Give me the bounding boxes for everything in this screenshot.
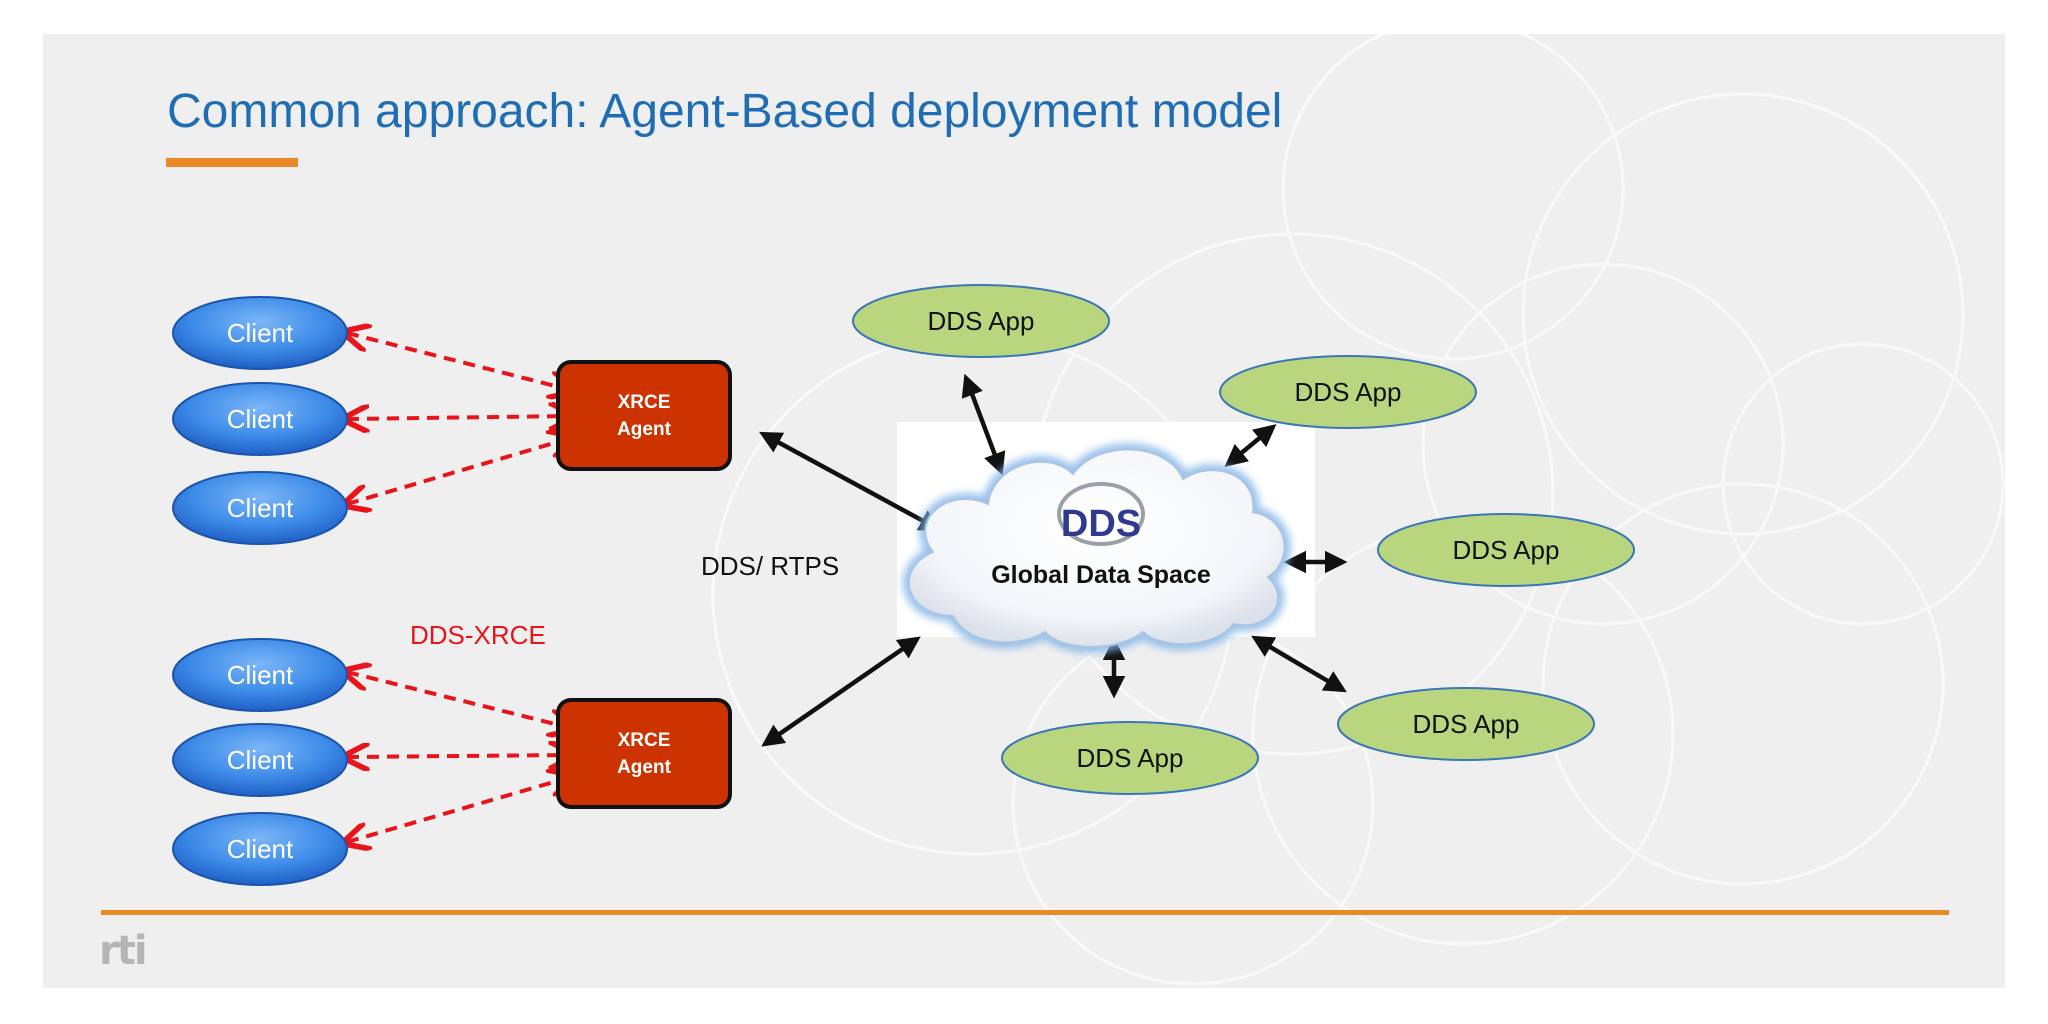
agent-node[interactable]: XRCE Agent — [556, 360, 732, 471]
client-node[interactable]: Client — [172, 638, 348, 712]
dashed-arrow — [347, 755, 571, 757]
client-label: Client — [227, 493, 294, 523]
xrce-links — [347, 333, 571, 842]
arrow-app-cloud — [961, 373, 1006, 476]
arrow-app-cloud — [1251, 635, 1347, 693]
dashed-arrow — [347, 777, 571, 842]
dds-logo-ring — [1057, 482, 1145, 546]
dds-app-node[interactable]: DDS App — [1219, 355, 1477, 429]
rti-logo: rti — [99, 928, 148, 974]
footer-rule — [101, 910, 1949, 915]
agent-label-line2: Agent — [617, 419, 672, 440]
dds-app-node[interactable]: DDS App — [1001, 721, 1259, 795]
global-data-space-cloud: DDS Global Data Space — [902, 443, 1291, 653]
dashed-arrow — [347, 438, 571, 504]
client-node[interactable]: Client — [172, 471, 348, 545]
rti-logo-text: rti — [99, 928, 148, 974]
dds-app-node[interactable]: DDS App — [852, 284, 1110, 358]
dashed-arrow — [347, 416, 571, 419]
agent-label-line1: XRCE — [618, 730, 671, 751]
slide: DDS Global Data Space Client Client Clie… — [43, 34, 2005, 988]
client-label: Client — [227, 660, 294, 690]
arrow-agent-cloud — [761, 636, 921, 747]
clients-group: Client Client Client Client Client Clien… — [172, 296, 348, 886]
client-node[interactable]: Client — [172, 723, 348, 797]
dds-app-label: DDS App — [1413, 709, 1520, 739]
dashed-arrow — [347, 672, 571, 728]
client-node[interactable]: Client — [172, 382, 348, 456]
dds-app-node[interactable]: DDS App — [1337, 687, 1595, 761]
client-node[interactable]: Client — [172, 812, 348, 886]
client-node[interactable]: Client — [172, 296, 348, 370]
dds-apps-group: DDS App DDS App DDS App DDS App DDS App — [852, 284, 1635, 795]
arrow-agent-cloud — [759, 431, 942, 532]
dashed-arrow — [347, 333, 571, 390]
arrow-app-cloud — [1224, 424, 1277, 467]
rtps-links — [759, 373, 1348, 747]
dds-app-node[interactable]: DDS App — [1377, 513, 1635, 587]
client-label: Client — [227, 745, 294, 775]
cloud-label: Global Data Space — [991, 561, 1211, 589]
dds-logo-text: DDS — [1061, 503, 1141, 545]
rtps-protocol-label: DDS/ RTPS — [701, 551, 839, 581]
client-label: Client — [227, 834, 294, 864]
client-label: Client — [227, 404, 294, 434]
client-label: Client — [227, 318, 294, 348]
agent-label-line2: Agent — [617, 757, 672, 778]
dds-app-label: DDS App — [1295, 377, 1402, 407]
title-underline — [166, 158, 298, 167]
dds-app-label: DDS App — [928, 306, 1035, 336]
architecture-diagram: DDS Global Data Space Client Client Clie… — [172, 34, 2005, 986]
agent-label-line1: XRCE — [618, 392, 671, 413]
dds-app-label: DDS App — [1453, 535, 1560, 565]
slide-title: Common approach: Agent-Based deployment … — [167, 85, 1283, 138]
xrce-protocol-label: DDS-XRCE — [410, 620, 546, 650]
dds-app-label: DDS App — [1077, 743, 1184, 773]
agent-node[interactable]: XRCE Agent — [556, 698, 732, 809]
